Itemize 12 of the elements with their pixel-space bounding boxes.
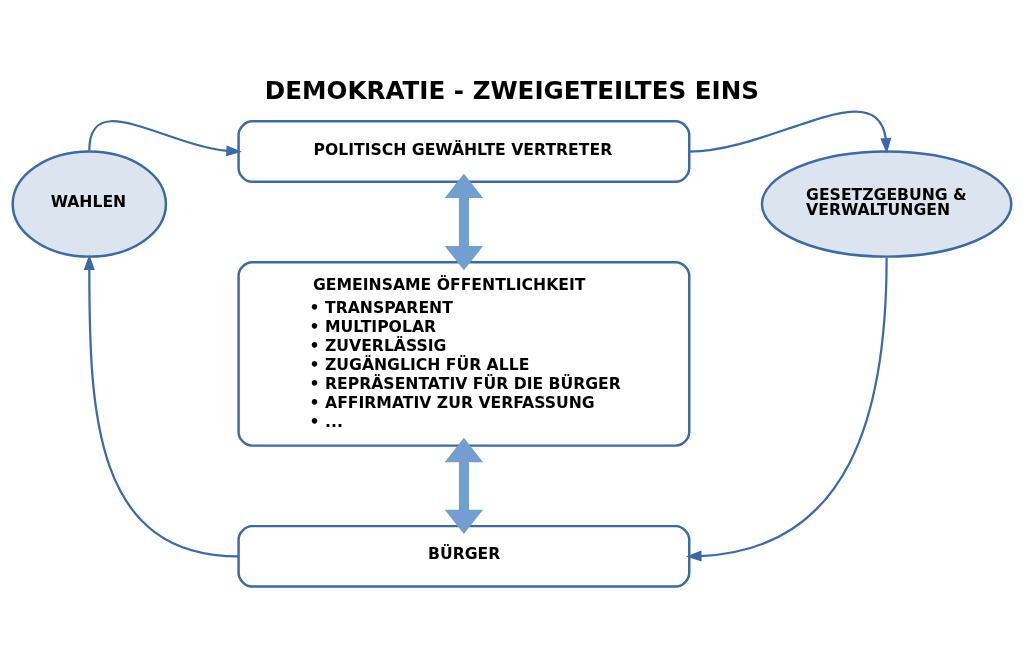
node-box: GEMEINSAME ÖFFENTLICHKEIT • TRANSPARENT • MULTIPOLAR • ZUVERLÄSSIG • ZUGÄNGLICH FÜR ALLE • REPRÄSENTATIV FÜR DIE BÜRGER • AFFIRMATIV ZUR VERFASSUNG • ... — [237, 260, 691, 447]
diagram-title: DEMOKRATIE - ZWEIGETEILTES EINS — [264, 75, 759, 105]
arrow — [444, 173, 484, 270]
arrow — [685, 257, 888, 562]
node-ellipse: GESETZGEBUNG & VERWALTUNGEN — [760, 149, 1013, 258]
arrow — [444, 437, 484, 534]
node-box: POLITISCH GEWÄHLTE VERTRETER — [237, 119, 691, 183]
arrow — [88, 119, 242, 156]
node-ellipse: WAHLEN — [11, 149, 168, 258]
node-box: BÜRGER — [237, 524, 691, 588]
arrow — [689, 110, 892, 154]
arrow — [83, 253, 239, 557]
